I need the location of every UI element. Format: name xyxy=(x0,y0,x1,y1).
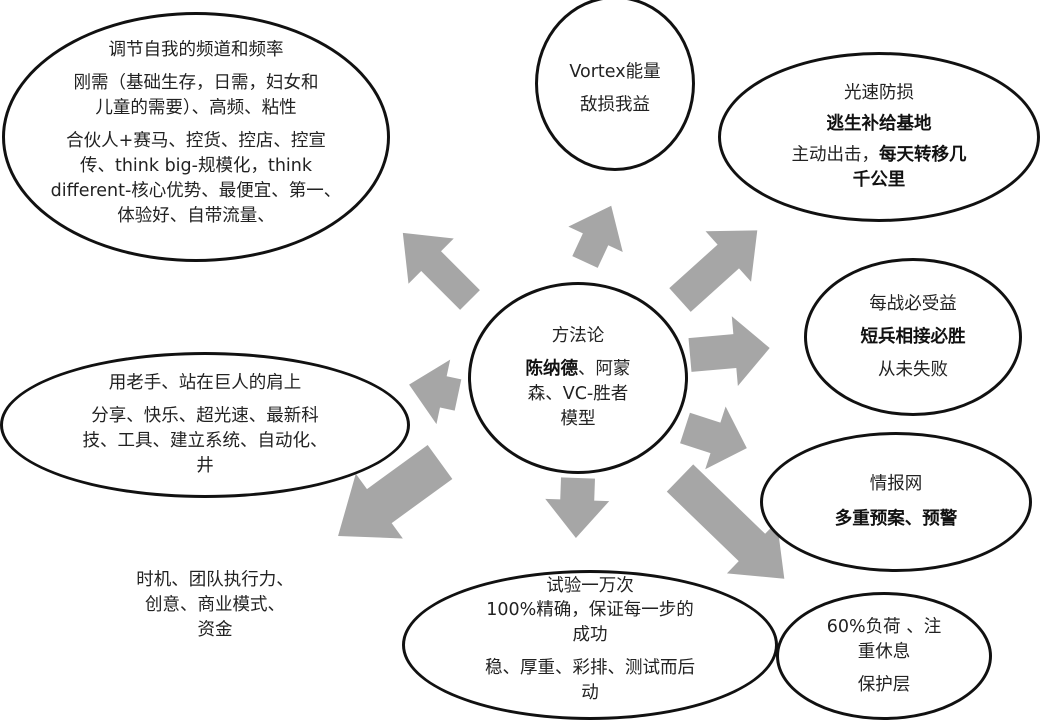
node-center: 方法论 陈纳德、阿蒙 森、VC-胜者 模型 xyxy=(468,282,688,474)
channel-para2-line1: 合伙人+赛马、控货、控店、控宣 xyxy=(66,130,326,151)
channel-title: 调节自我的频道和频率 xyxy=(108,39,284,60)
channel-para2-line4: 体验好、自带流量、 xyxy=(117,205,275,226)
node-veteran: 用老手、站在巨人的肩上 分享、快乐、超光速、最新科 技、工具、建立系统、自动化、… xyxy=(0,352,410,498)
experiment-title: 试验一万次 xyxy=(546,576,634,596)
arrow-to-light xyxy=(669,230,758,312)
center-title: 方法论 xyxy=(551,326,605,346)
center-line3: 模型 xyxy=(560,409,596,429)
arrow-to-vortex xyxy=(568,205,623,268)
node-vortex: Vortex能量 敌损我益 xyxy=(535,0,695,171)
vortex-line2: 敌损我益 xyxy=(580,94,650,115)
veteran-title: 用老手、站在巨人的肩上 xyxy=(108,373,302,393)
arrow-to-load xyxy=(666,464,785,579)
node-experiment: 试验一万次 100%精确，保证每一步的 成功 稳、厚重、彩排、测试而后 动 xyxy=(402,570,778,720)
light-line3-plain: 主动出击， xyxy=(791,145,880,165)
load-line1: 60%负荷 、注 xyxy=(826,616,942,637)
veteran-line4: 井 xyxy=(196,456,214,476)
timing-line2: 创意、商业模式、 xyxy=(145,594,285,615)
node-load: 60%负荷 、注 重休息 保护层 xyxy=(776,592,992,720)
veteran-line3: 技、工具、建立系统、自动化、 xyxy=(82,431,328,451)
experiment-line2: 100%精确，保证每一步的 xyxy=(486,600,694,620)
timing-line1: 时机、团队执行力、 xyxy=(136,569,294,590)
center-line1-rest: 、阿蒙 xyxy=(578,359,631,379)
center-line1-bold: 陈纳德 xyxy=(525,359,579,379)
experiment-line5: 动 xyxy=(581,683,599,703)
veteran-line2: 分享、快乐、超光速、最新科 xyxy=(91,406,319,426)
battle-bold-line: 短兵相接必胜 xyxy=(860,326,966,347)
channel-para1-line1: 刚需（基础生存，日需，妇女和 xyxy=(73,72,319,93)
channel-para2-line2: 传、think big-规模化，think xyxy=(79,155,313,176)
node-timing: 时机、团队执行力、 创意、商业模式、 资金 xyxy=(95,545,335,665)
intel-bold-line: 多重预案、预警 xyxy=(834,509,958,529)
battle-line3: 从未失败 xyxy=(878,359,948,380)
node-light: 光速防损 逃生补给基地 主动出击，每天转移几 千公里 xyxy=(718,52,1040,222)
light-line4-bold: 千公里 xyxy=(852,170,906,190)
arrow-to-experiment xyxy=(545,477,610,538)
channel-para2-line3: different-核心优势、最便宜、第一、 xyxy=(50,180,342,201)
experiment-line4: 稳、厚重、彩排、测试而后 xyxy=(485,658,695,678)
arrow-to-veteran xyxy=(409,359,462,425)
node-intel: 情报网 多重预案、预警 xyxy=(760,432,1032,572)
experiment-line3: 成功 xyxy=(572,625,608,645)
light-title: 光速防损 xyxy=(844,83,914,103)
center-line2: 森、VC-胜者 xyxy=(527,384,629,404)
node-channel: 调节自我的频道和频率 刚需（基础生存，日需，妇女和 儿童的需要）、高频、粘性 合… xyxy=(2,12,390,262)
load-line3: 保护层 xyxy=(857,674,911,695)
load-line2: 重休息 xyxy=(857,641,911,662)
channel-para1-line2: 儿童的需要）、高频、粘性 xyxy=(95,97,297,118)
light-line3-bold: 每天转移几 xyxy=(879,145,967,165)
arrow-to-timing xyxy=(338,445,453,539)
light-bold-line: 逃生补给基地 xyxy=(826,114,932,134)
arrow-to-channel xyxy=(402,232,480,310)
intel-title: 情报网 xyxy=(869,474,923,494)
arrow-to-intel xyxy=(680,406,747,470)
timing-line3: 资金 xyxy=(197,619,233,640)
vortex-line1: Vortex能量 xyxy=(569,61,661,82)
node-battle: 每战必受益 短兵相接必胜 从未失败 xyxy=(804,258,1022,416)
arrow-to-battle xyxy=(688,316,770,386)
battle-title: 每战必受益 xyxy=(869,293,957,314)
